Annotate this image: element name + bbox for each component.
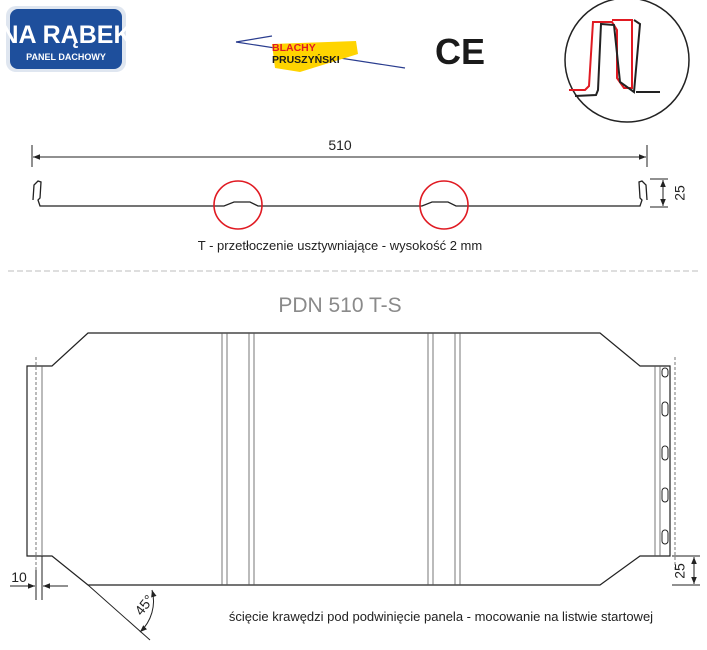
panel-top-view: 10 25 45° ścięcie krawędzi pod podwinięc… — [10, 332, 700, 641]
na-rabek-logo: NA RĄBEK PANEL DACHOWY — [0, 6, 132, 72]
panel-model-title: PDN 510 T-S — [278, 294, 401, 317]
cross-section: 510 25 T - przetłoczenie usztywniające -… — [31, 137, 688, 253]
height-dimension-label: 25 — [672, 185, 688, 201]
seam-detail — [564, 0, 690, 123]
brand-line1: BLACHY — [272, 42, 316, 54]
blachy-pruszynski-logo: BLACHY PRUSZYŃSKI — [235, 35, 406, 72]
stiffening-embossment-highlight — [213, 180, 263, 230]
width-dimension-label: 510 — [328, 137, 352, 153]
chamfer-note: ścięcie krawędzi pod podwinięcie panela … — [229, 609, 653, 624]
embossment-note: T - przetłoczenie usztywniające - wysoko… — [198, 238, 482, 253]
brand-line2: PRUSZYŃSKI — [272, 53, 340, 66]
ce-mark: CE — [435, 31, 485, 72]
logo-title: NA RĄBEK — [0, 21, 131, 49]
stiffening-embossment-highlight — [419, 180, 469, 230]
seam-height-label: 25 — [672, 563, 688, 579]
edge-offset-label: 10 — [11, 569, 27, 585]
logo-subtitle: PANEL DACHOWY — [26, 52, 106, 62]
